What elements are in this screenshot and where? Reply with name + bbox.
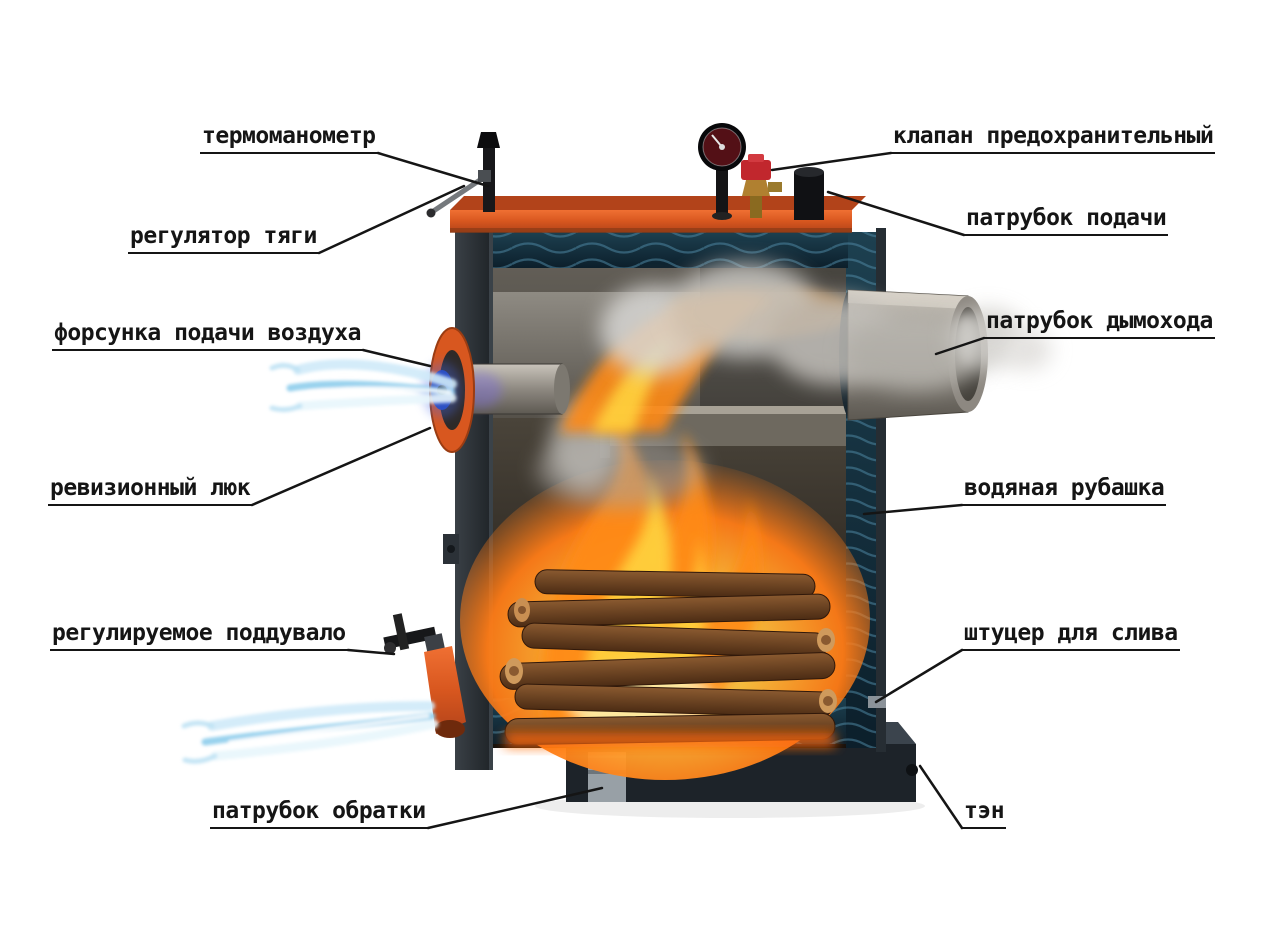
leader-supply-pipe — [826, 190, 966, 237]
leader-thermomanometer — [376, 151, 490, 188]
label-adjustable-blower: регулируемое поддувало — [50, 620, 348, 651]
leader-drain-fitting — [874, 648, 964, 704]
leader-draft-regulator — [317, 184, 466, 255]
leader-water-jacket — [862, 503, 964, 516]
leader-chimney-pipe — [934, 336, 986, 356]
log-ends — [505, 598, 837, 713]
leader-return-pipe — [426, 786, 604, 830]
label-inspection-hatch: ревизионный люк — [48, 475, 253, 506]
label-water-jacket: водяная рубашка — [962, 475, 1167, 506]
label-safety-valve: клапан предохранительный — [891, 123, 1216, 154]
label-air-supply-nozzle: форсунка подачи воздуха — [52, 320, 363, 351]
label-drain-fitting: штуцер для слива — [962, 620, 1180, 651]
pressure-gauge — [698, 123, 746, 220]
air-supply-assembly — [269, 327, 570, 453]
leader-lines — [250, 151, 986, 830]
leader-air-supply-nozzle — [361, 348, 432, 368]
leader-safety-valve — [770, 151, 893, 172]
damper-clamp — [383, 613, 446, 653]
top-fittings — [426, 123, 824, 220]
embers — [505, 733, 835, 747]
label-heating-element: тэн — [962, 798, 1007, 829]
fire-and-logs — [460, 400, 870, 780]
supply-pipe-stub — [794, 167, 824, 220]
label-draft-regulator: регулятор тяги — [128, 223, 319, 254]
label-chimney-pipe: патрубок дымохода — [984, 308, 1215, 339]
leader-inspection-hatch — [250, 426, 432, 507]
safety-valve-fitting — [741, 154, 782, 218]
label-return-pipe: патрубок обратки — [210, 798, 428, 829]
air-flow-lower — [181, 701, 439, 764]
blower-assembly — [181, 613, 466, 764]
heating-element-boss — [906, 764, 918, 776]
label-thermomanometer: термоманометр — [200, 123, 378, 154]
air-flow-upper — [269, 359, 457, 413]
label-supply-pipe: патрубок подачи — [964, 205, 1169, 236]
leader-adjustable-blower — [346, 648, 396, 656]
blower-pipe — [424, 646, 466, 734]
leader-heating-element — [918, 764, 964, 830]
